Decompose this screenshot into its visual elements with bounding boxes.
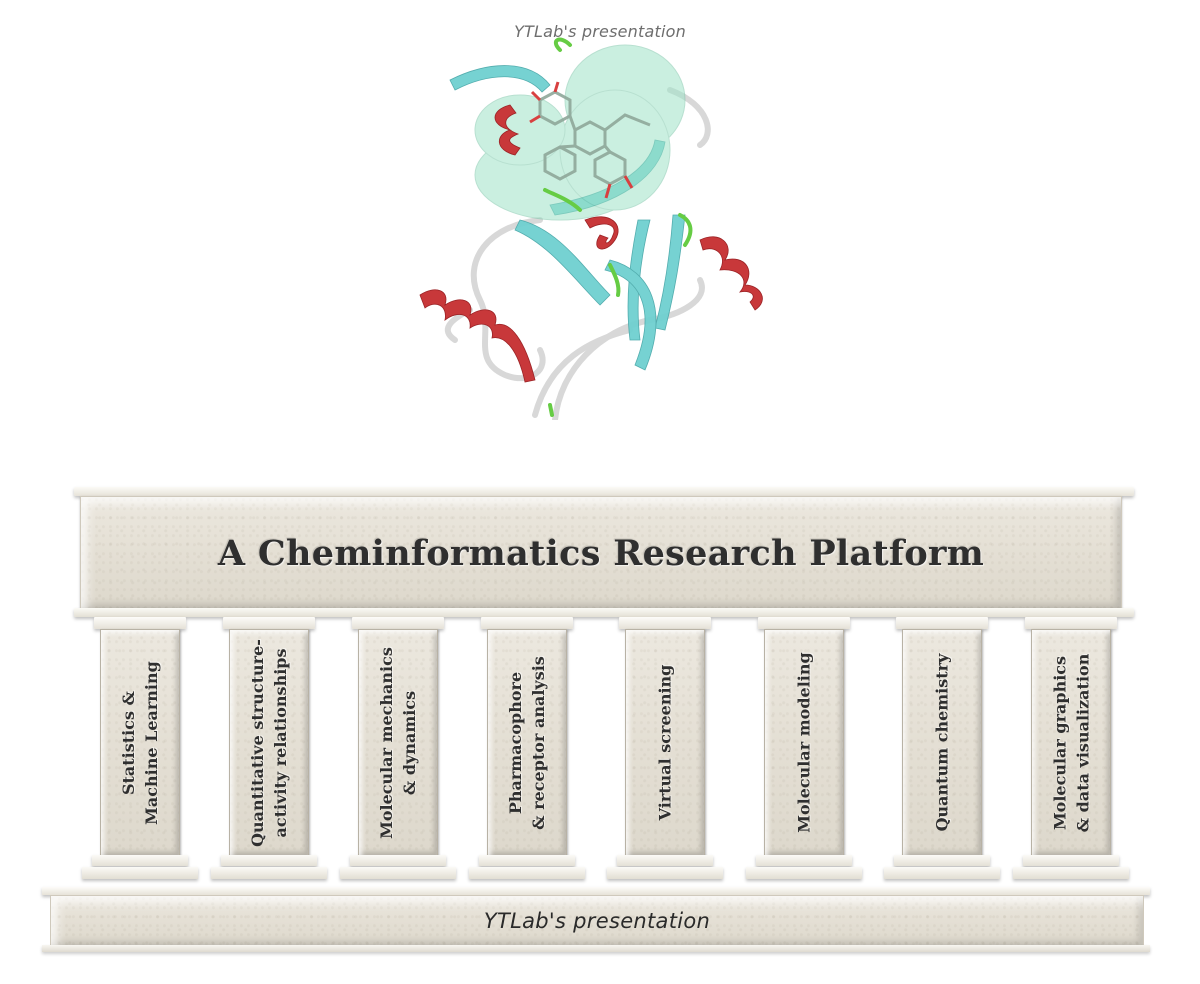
pillar-base-lower bbox=[1013, 867, 1129, 879]
pillar-molecular-modeling: Molecular modeling bbox=[746, 617, 862, 889]
pillar-shaft: Pharmacophore & receptor analysis bbox=[487, 629, 567, 856]
pillar-shaft: Molecular modeling bbox=[764, 629, 844, 856]
pillar-base-lower bbox=[607, 867, 723, 879]
pillar-base-upper bbox=[479, 855, 575, 866]
pillar-capital bbox=[223, 617, 315, 629]
pillar-label: Pharmacophore & receptor analysis bbox=[504, 656, 550, 830]
pillar-base-lower bbox=[469, 867, 585, 879]
pillar-qsar: Quantitative structure- activity relatio… bbox=[211, 617, 327, 889]
pillar-label: Molecular modeling bbox=[793, 652, 816, 832]
pillar-label-line: Quantum chemistry bbox=[932, 653, 952, 832]
pillar-shaft: Virtual screening bbox=[625, 629, 705, 856]
base-label: YTLab's presentation bbox=[483, 909, 711, 933]
ligand-oxygens bbox=[529, 81, 634, 199]
pillar-virtual-screening: Virtual screening bbox=[607, 617, 723, 889]
pillar-label-line: Virtual screening bbox=[655, 664, 675, 821]
pillar-label: Molecular graphics & data visualization bbox=[1048, 653, 1094, 832]
pillar-label: Quantum chemistry bbox=[931, 654, 954, 832]
entablature-beam: A Cheminformatics Research Platform bbox=[80, 496, 1122, 610]
pillar-label-line: & dynamics bbox=[400, 690, 419, 795]
pillar-base-upper bbox=[756, 855, 852, 866]
pillar-label-line: Quantitative structure- bbox=[248, 638, 268, 847]
pillar-label-line: Machine Learning bbox=[142, 660, 162, 825]
pillar-label: Virtual screening bbox=[654, 665, 677, 821]
pillar-base-lower bbox=[746, 867, 862, 879]
alpha-helices bbox=[419, 104, 763, 383]
pillar-base-lower bbox=[211, 867, 327, 879]
pillar-base-upper bbox=[1023, 855, 1119, 866]
pillar-label-line: Pharmacophore bbox=[506, 671, 526, 814]
pillar-shaft: Quantum chemistry bbox=[902, 629, 982, 856]
pillar-label-line: Molecular graphics bbox=[1050, 655, 1070, 830]
stylobate-base: YTLab's presentation bbox=[50, 895, 1144, 947]
stylobate-bottom-ledge bbox=[42, 945, 1150, 952]
pillar-base-lower bbox=[82, 867, 198, 879]
pillar-base-lower bbox=[884, 867, 1000, 879]
pillar-shaft: Quantitative structure- activity relatio… bbox=[229, 629, 309, 856]
entablature-cornice-top bbox=[74, 487, 1134, 496]
pillar-base-upper bbox=[894, 855, 990, 866]
protein-structure-image bbox=[419, 37, 763, 420]
pillar-capital bbox=[619, 617, 711, 629]
pillar-base-upper bbox=[92, 855, 188, 866]
watermark-top: YTLab's presentation bbox=[514, 22, 686, 41]
pillar-molecular-mechanics: Molecular mechanics & dynamics bbox=[340, 617, 456, 889]
pillar-base-upper bbox=[350, 855, 446, 866]
pillar-molecular-graphics: Molecular graphics & data visualization bbox=[1013, 617, 1129, 889]
pillar-capital bbox=[1025, 617, 1117, 629]
pillar-pharmacophore: Pharmacophore & receptor analysis bbox=[469, 617, 585, 889]
platform-title: A Cheminformatics Research Platform bbox=[217, 532, 985, 574]
pillar-label-line: activity relationships bbox=[271, 648, 291, 837]
pillar-shaft: Molecular graphics & data visualization bbox=[1031, 629, 1111, 856]
pillar-base-upper bbox=[221, 855, 317, 866]
pillar-label-line: Molecular mechanics bbox=[377, 646, 396, 839]
pillar-base-lower bbox=[340, 867, 456, 879]
stylobate-top-ledge bbox=[42, 887, 1150, 895]
pillar-label: Molecular mechanics & dynamics bbox=[375, 647, 421, 839]
pillar-capital bbox=[481, 617, 573, 629]
pillar-label-line: Molecular modeling bbox=[794, 652, 814, 833]
pillar-base-upper bbox=[617, 855, 713, 866]
pillar-label-line: Statistics & bbox=[119, 690, 139, 795]
entablature-cornice-bottom bbox=[74, 608, 1134, 617]
turns bbox=[543, 37, 693, 417]
pillar-capital bbox=[94, 617, 186, 629]
pillar-capital bbox=[758, 617, 850, 629]
pillar-label: Statistics & Machine Learning bbox=[117, 661, 163, 825]
pillar-capital bbox=[896, 617, 988, 629]
pillar-label-line: & receptor analysis bbox=[529, 655, 549, 830]
pillar-statistics-ml: Statistics & Machine Learning bbox=[82, 617, 198, 889]
pillar-shaft: Molecular mechanics & dynamics bbox=[358, 629, 438, 856]
pillar-shaft: Statistics & Machine Learning bbox=[100, 629, 180, 856]
pillar-quantum-chemistry: Quantum chemistry bbox=[884, 617, 1000, 889]
pillar-label-line: & data visualization bbox=[1073, 653, 1093, 832]
pillar-label: Quantitative structure- activity relatio… bbox=[246, 639, 292, 847]
pillar-capital bbox=[352, 617, 444, 629]
